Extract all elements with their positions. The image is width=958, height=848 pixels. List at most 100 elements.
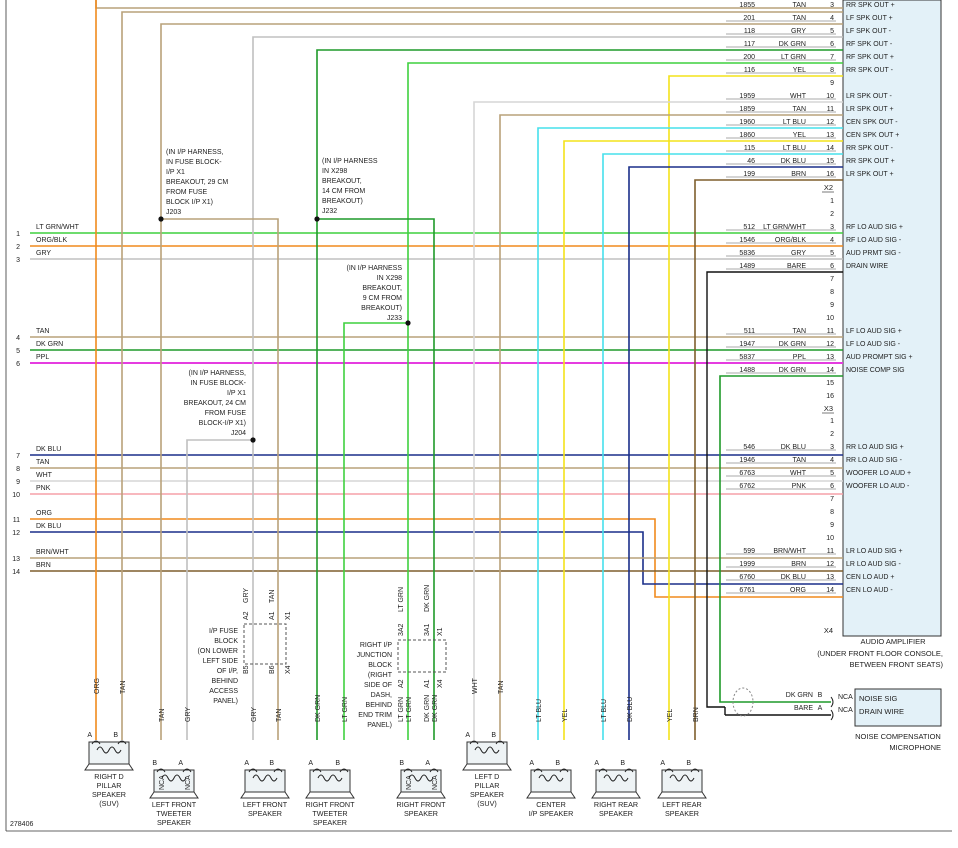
pin-number: 1 (830, 198, 834, 205)
splice-j204-dot (250, 437, 256, 443)
wire-color-label: DK GRN (779, 367, 806, 374)
speaker-cone (396, 791, 446, 799)
speaker-name: (SUV) (477, 799, 497, 808)
circuit-number: 5836 (739, 250, 755, 257)
wire-tan (95, 0, 843, 9)
wire-color-label: TAN (793, 2, 806, 9)
splice-note: I/P X1 (166, 169, 185, 176)
speaker-wire-label: BRN (693, 707, 700, 722)
speaker-wire-label: LT BLU (536, 699, 543, 722)
wire-color-label: LT BLU (783, 119, 806, 126)
wire-color-label: BRN/WHT (773, 548, 806, 555)
mic-signal-label: NOISE SIG (859, 694, 898, 703)
amp-signal-label: RR SPK OUT + (846, 2, 895, 9)
pin-number: 4 (830, 457, 834, 464)
left-wire-label: DK BLU (36, 523, 61, 530)
junction-wire-label: DK GRN (424, 585, 431, 612)
pin-number: 15 (826, 380, 834, 387)
left-wire-number: 7 (16, 453, 20, 460)
fuse-block-label: OF I/P, (217, 668, 238, 675)
pin-number: 11 (827, 328, 834, 335)
pin-number: 12 (826, 119, 834, 126)
left-wire-label: DK BLU (36, 446, 61, 453)
wire-color-label: DK BLU (781, 574, 806, 581)
splice-note: BREAKOUT, (322, 178, 362, 185)
circuit-number: 1860 (739, 132, 755, 139)
junction-pin-label: A1 (424, 679, 431, 688)
splice-note: (IN I/P HARNESS (322, 158, 378, 165)
amp-signal-label: WOOFER LO AUD + (846, 470, 911, 477)
junction-connector-label: X1 (437, 627, 444, 636)
wire-dk-grn-rf-speaker (317, 218, 435, 740)
speaker-name: (SUV) (99, 799, 119, 808)
amp-signal-label: LF SPK OUT - (846, 28, 892, 35)
speaker-pin-label: A (308, 760, 313, 767)
splice-note: BREAKOUT, 29 CM (166, 179, 228, 186)
nca-label: NCA (838, 707, 853, 714)
speaker-pin-label: B (399, 760, 404, 767)
junction-pin-label: 3A2 (398, 623, 405, 636)
amp-signal-label: LR LO AUD SIG + (846, 548, 903, 555)
amp-signal-label: RR SPK OUT - (846, 67, 894, 74)
speaker-wire-label: GRY (251, 707, 258, 722)
speaker-terminals (403, 768, 439, 773)
splice-j233-dot (405, 320, 411, 326)
left-wire-label: PPL (36, 354, 49, 361)
amp-signal-label: CEN LO AUD - (846, 587, 893, 594)
amp-signal-label: LR SPK OUT + (846, 171, 894, 178)
junction-block-label: PANEL) (367, 722, 392, 729)
junction-block-label: BLOCK (368, 662, 392, 669)
speaker-name: CENTER (536, 800, 566, 809)
pin-number: 7 (830, 276, 834, 283)
splice-j232-dot (314, 216, 320, 222)
speaker-cone (305, 791, 355, 799)
wire-lt-grn-tweeter (343, 62, 843, 740)
speaker-name: PILLAR (475, 781, 500, 790)
circuit-number: 1489 (739, 263, 755, 270)
speaker-cone (657, 791, 707, 799)
wire-tan-tweeter (160, 23, 843, 740)
amp-signal-label: LF LO AUD SIG + (846, 328, 902, 335)
circuit-number: 117 (744, 41, 755, 48)
splice-note: (IN I/P HARNESS (347, 265, 403, 272)
wire-color-label: LT BLU (783, 145, 806, 152)
circuit-number: 1488 (739, 367, 755, 374)
pin-number: 9 (830, 80, 834, 87)
pin-number: 3 (830, 2, 834, 9)
fuse-block-label: BEHIND (212, 678, 238, 685)
pin-number: 4 (830, 237, 834, 244)
left-wire-label: PNK (36, 485, 51, 492)
speaker-pin-label: A (465, 732, 470, 739)
circuit-number: 512 (743, 224, 755, 231)
amp-signal-label: CEN SPK OUT - (846, 119, 898, 126)
mic-wire-label: BARE (794, 705, 813, 712)
wire-color-label: WHT (790, 93, 807, 100)
speaker-pin-label: B (620, 760, 625, 767)
speaker-body (466, 741, 508, 765)
pin-number: 8 (830, 289, 834, 296)
pin-number: 10 (826, 315, 834, 322)
wire-color-label: LT GRN/WHT (763, 224, 807, 231)
pin-number: 14 (826, 367, 834, 374)
speaker-pin-label: A (660, 760, 665, 767)
pin-number: 2 (830, 211, 834, 218)
wire-color-label: WHT (790, 470, 807, 477)
wire-color-label: GRY (791, 250, 806, 257)
left-wire-number: 11 (13, 517, 20, 524)
fuse-wire-label: GRY (243, 588, 250, 603)
speaker-cone (526, 791, 576, 799)
speaker-cone (84, 763, 134, 771)
wire-color-label: DK BLU (781, 444, 806, 451)
speaker-terminals (91, 740, 127, 745)
wire-color-label: PPL (793, 354, 806, 361)
speaker-pin-label: B (335, 760, 340, 767)
wire-color-label: BRN (791, 561, 806, 568)
circuit-number: 46 (747, 158, 755, 165)
mic-wire-label: DK GRN (786, 692, 813, 699)
mic-signal-label: DRAIN WIRE (859, 707, 904, 716)
pin-number: 3 (830, 444, 834, 451)
left-wire-number: 10 (12, 492, 20, 499)
wire-color-label: LT GRN (781, 54, 806, 61)
microphone-box (854, 688, 942, 727)
